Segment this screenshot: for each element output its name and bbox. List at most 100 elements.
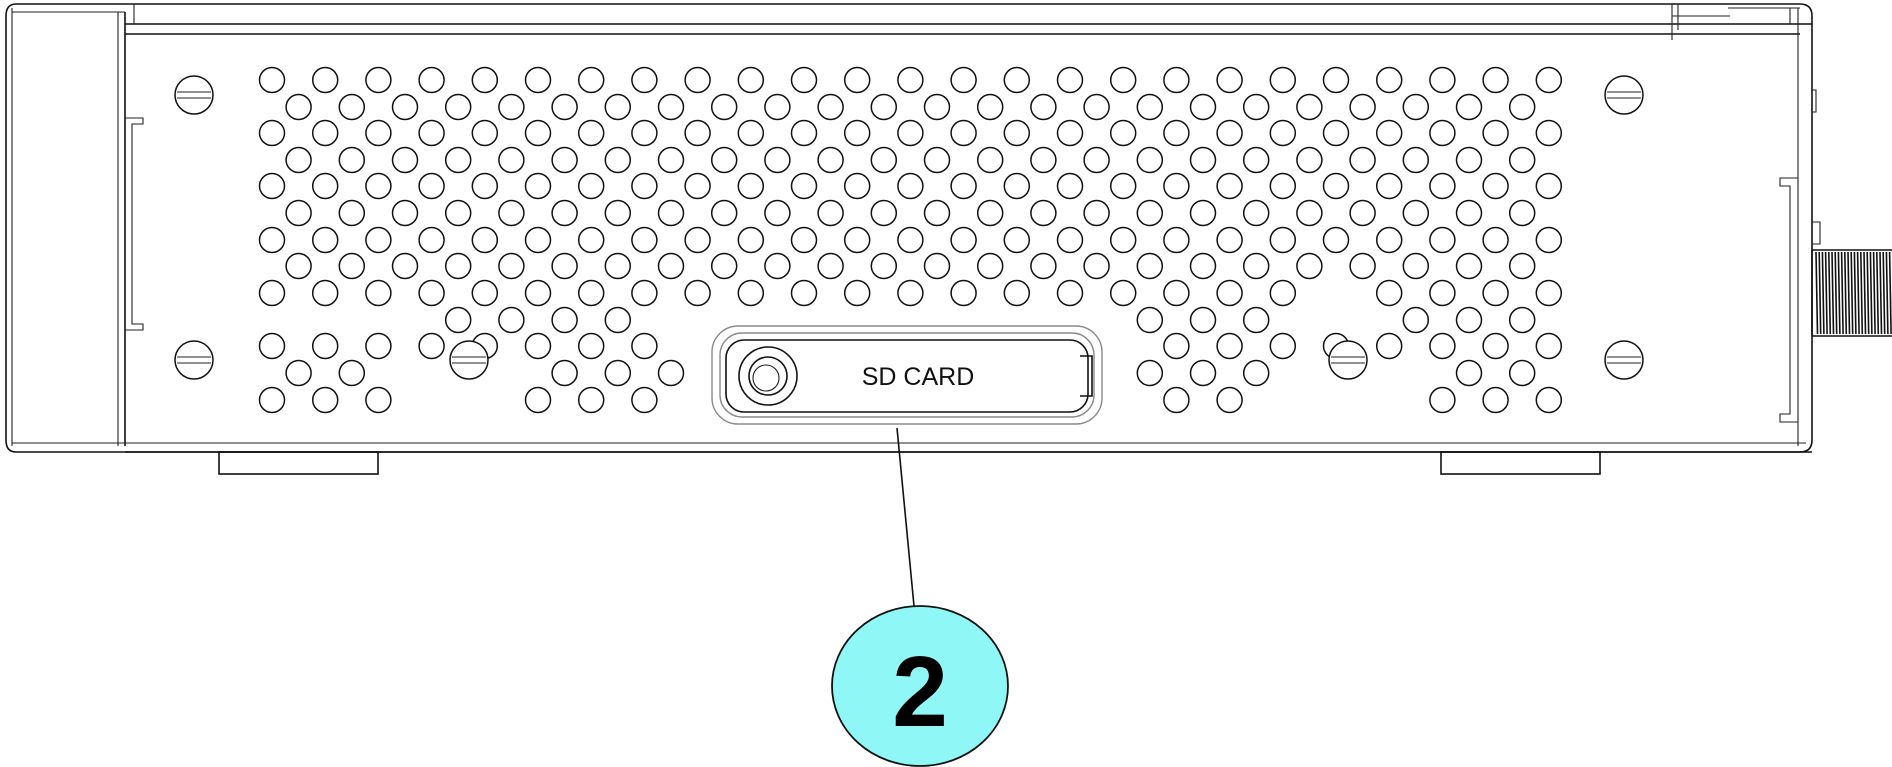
vent-hole (1508, 359, 1536, 387)
connector-thread (1866, 251, 1870, 335)
vent-hole (1375, 332, 1403, 360)
vent-hole (1429, 119, 1456, 147)
vent-hole (1242, 199, 1270, 227)
vent-hole (1056, 279, 1084, 307)
vent-hole (311, 332, 339, 360)
vent-hole (631, 279, 658, 307)
screw-icon (449, 340, 489, 380)
vent-hole (577, 66, 605, 94)
vent-hole (870, 93, 898, 121)
vent-hole (338, 93, 366, 121)
connector-thread (1860, 251, 1864, 335)
vent-hole (1136, 252, 1164, 280)
vent-hole (1269, 119, 1297, 147)
callout-number: 2 (892, 636, 948, 748)
vent-hole (764, 199, 791, 227)
vent-hole (1455, 93, 1483, 121)
connector-thread (1888, 251, 1892, 335)
vent-hole (817, 146, 844, 174)
vent-hole (524, 226, 552, 254)
vent-hole (1375, 172, 1403, 200)
vent-hole (870, 146, 898, 174)
vent-hole (1109, 119, 1137, 147)
vent-hole (1083, 252, 1110, 280)
vent-hole (285, 93, 312, 121)
vent-hole (923, 93, 951, 121)
connector-thread (1853, 251, 1857, 335)
vent-hole (1349, 252, 1376, 280)
vent-hole (923, 199, 951, 227)
connector-thread (1885, 251, 1889, 335)
vent-hole (737, 172, 765, 200)
sd-card-label: SD CARD (862, 363, 975, 391)
vent-hole (418, 332, 445, 360)
vent-hole (1482, 279, 1509, 307)
vent-hole (1109, 226, 1137, 254)
connector-thread (1869, 251, 1873, 335)
vent-hole (391, 93, 419, 121)
vent-hole (1296, 146, 1323, 174)
vent-hole (1189, 146, 1217, 174)
vent-hole (1402, 199, 1430, 227)
connector-thread (1863, 251, 1867, 335)
connector-thread (1831, 251, 1835, 335)
vent-hole (1216, 226, 1243, 254)
vent-hole (604, 252, 632, 280)
vent-hole (897, 279, 924, 307)
vent-hole (631, 386, 658, 414)
vent-hole (1109, 66, 1137, 94)
connector-thread (1844, 251, 1848, 335)
vent-hole (1083, 199, 1110, 227)
vent-hole (1136, 306, 1164, 334)
foot-right (1440, 451, 1601, 475)
vent-hole (365, 172, 392, 200)
vent-hole (365, 332, 392, 360)
vent-hole (551, 93, 578, 121)
vent-hole (524, 119, 552, 147)
vent-hole (1003, 279, 1031, 307)
vent-hole (1482, 332, 1509, 360)
vent-hole (817, 199, 844, 227)
vent-hole (684, 226, 711, 254)
foot-left (218, 451, 379, 475)
vent-hole (1535, 66, 1563, 94)
vent-hole (1136, 146, 1164, 174)
vent-hole (285, 359, 312, 387)
vent-hole (338, 199, 366, 227)
vent-hole (1109, 172, 1137, 200)
vent-hole (1136, 199, 1164, 227)
vent-hole (710, 93, 738, 121)
connector-thread (1821, 251, 1825, 335)
connector-thread (1882, 251, 1886, 335)
vent-hole (1508, 93, 1536, 121)
ventilation-holes (258, 66, 1563, 414)
vent-hole (577, 332, 605, 360)
sd-card-slot: SD CARD (711, 325, 1103, 425)
vent-hole (418, 66, 445, 94)
vent-hole (1429, 172, 1456, 200)
vent-hole (311, 386, 339, 414)
vent-hole (418, 279, 445, 307)
connector-thread (1879, 251, 1883, 335)
vent-hole (577, 226, 605, 254)
vent-hole (471, 66, 499, 94)
vent-hole (737, 119, 765, 147)
vent-hole (684, 119, 711, 147)
vent-hole (950, 66, 977, 94)
vent-hole (524, 279, 552, 307)
vent-hole (790, 172, 818, 200)
vent-hole (1163, 66, 1190, 94)
vent-hole (710, 199, 738, 227)
vent-hole (1003, 119, 1031, 147)
vent-hole (1402, 252, 1430, 280)
vent-hole (976, 146, 1004, 174)
screw-icon (174, 340, 214, 380)
vent-hole (1296, 93, 1323, 121)
vent-hole (471, 172, 499, 200)
vent-hole (1535, 226, 1563, 254)
vent-hole (1508, 146, 1536, 174)
vent-hole (790, 279, 818, 307)
vent-hole (604, 359, 632, 387)
vent-hole (1482, 172, 1509, 200)
